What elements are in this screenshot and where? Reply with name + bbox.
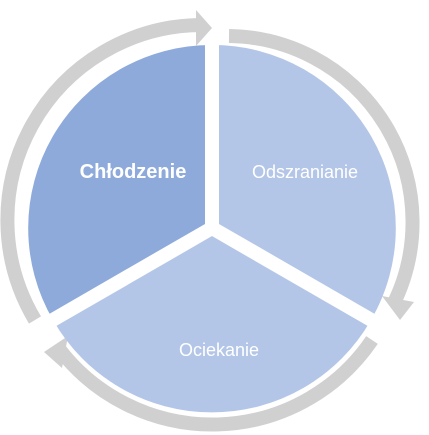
segment-label-chlodzenie: Chłodzenie bbox=[80, 161, 187, 183]
segment-label-odszranianie: Odszranianie bbox=[252, 162, 358, 182]
arrow-odszranianie-to-ociekanie bbox=[228, 29, 420, 309]
segment-dividers bbox=[40, 40, 384, 332]
arrow-chlodzenie-to-odszranianie bbox=[0, 18, 201, 324]
segment-label-ociekanie: Ociekanie bbox=[179, 340, 259, 360]
arrowhead-right bbox=[382, 296, 414, 320]
arrow-ociekanie-to-chlodzenie bbox=[54, 336, 378, 432]
arrowhead-top bbox=[196, 10, 212, 46]
divider-right bbox=[208, 221, 384, 332]
divider-left bbox=[40, 221, 216, 332]
cycle-arrows bbox=[0, 10, 420, 432]
arrowhead-left bbox=[44, 336, 68, 368]
